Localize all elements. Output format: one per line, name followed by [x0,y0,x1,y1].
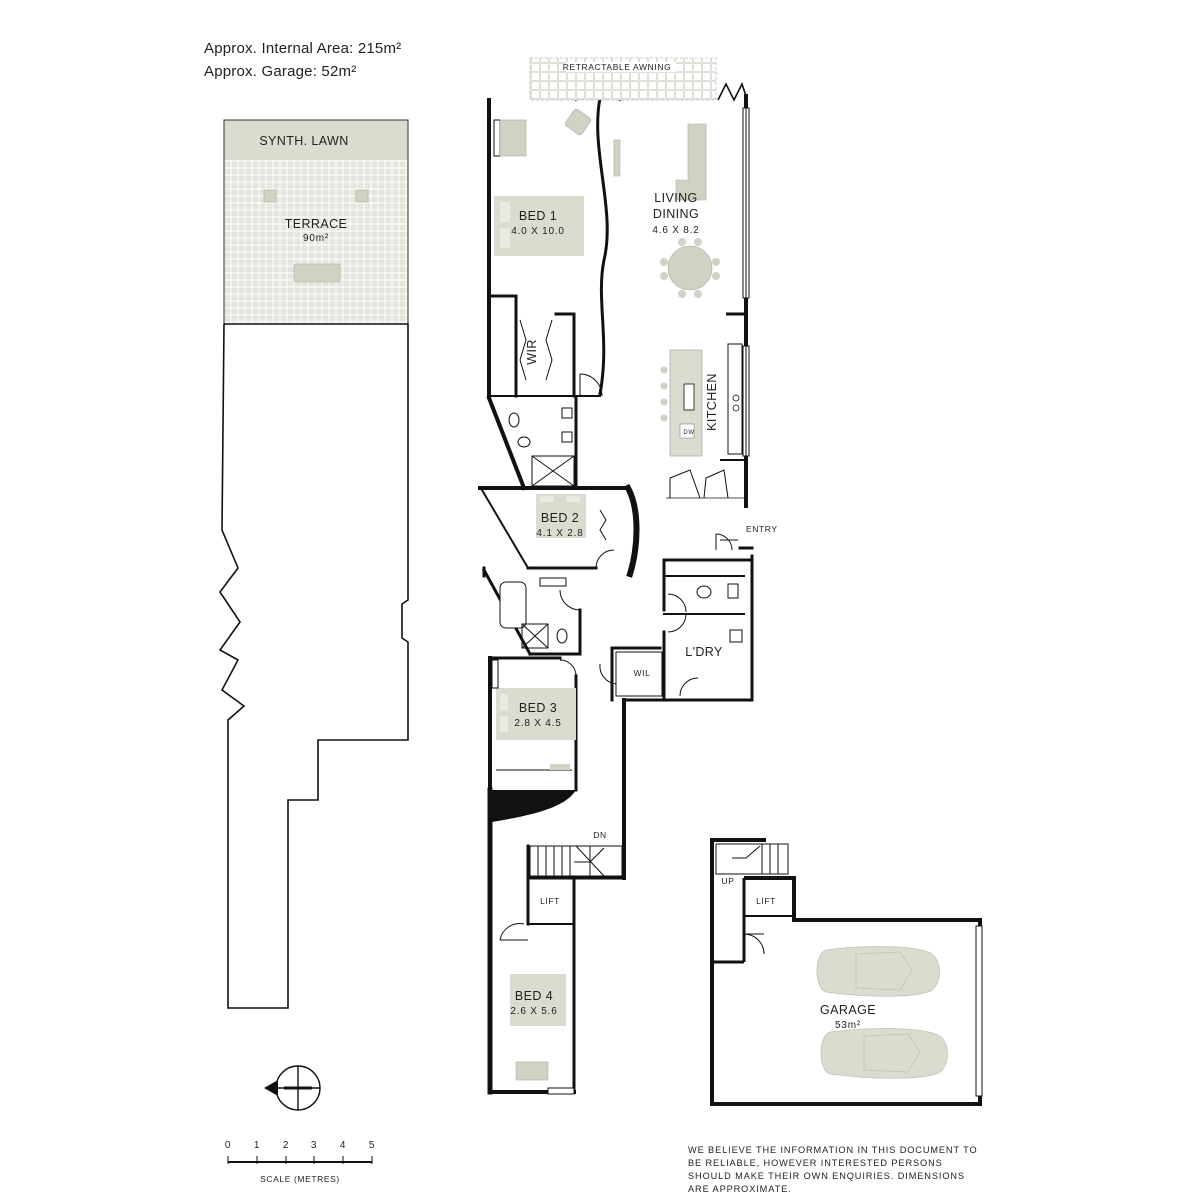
bed1-armchair [564,108,592,136]
wir-fittings [508,319,603,487]
garage-area-label: Approx. Garage: 52m² [204,63,357,80]
laundry-fittings [615,533,743,697]
terrace-area [223,119,409,325]
disclaimer: WE BELIEVE THE INFORMATION IN THIS DOCUM… [688,1145,978,1194]
garage-walls [710,838,982,1106]
bed4-dim: 2.6 X 5.6 [510,1006,557,1017]
lift-label: LIFT [540,896,560,906]
bathroom2-fittings [499,577,581,649]
terrace-chair [263,189,277,203]
synth-lawn-label: SYNTH. LAWN [259,134,348,148]
garage-cars [816,946,948,1079]
scale-bar [227,1156,373,1164]
entry-label: ENTRY [746,524,778,534]
garage-lift-label: LIFT [756,896,776,906]
compass-icon [264,1065,321,1111]
corridor-doors [559,659,617,685]
terrace-label: TERRACE [285,217,348,231]
terrace-chair [355,189,369,203]
terrace-area-label: 90m² [303,233,329,244]
retractable-awning [529,57,717,101]
scale-tick-5: 5 [369,1140,375,1151]
living-furniture [660,123,746,499]
scale-tick-4: 4 [340,1140,346,1151]
internal-area-label: Approx. Internal Area: 215m² [204,40,402,57]
dining-label: DINING [653,207,699,221]
laundry-label: L'DRY [685,645,723,659]
bed2-furniture [536,494,615,569]
stairs-up-label: UP [721,876,734,886]
bed3-furniture [491,659,576,771]
bed1-dim: 4.0 X 10.0 [511,226,565,237]
car-bottom [820,1028,948,1079]
bed4-bed [510,974,566,1026]
kitchen-bench [727,343,743,455]
bed4-label: BED 4 [515,989,553,1003]
sofa [675,123,707,201]
garage-label: GARAGE [820,1003,876,1017]
living-windows [742,107,750,457]
scale-label: SCALE (METRES) [260,1174,340,1184]
car-top [816,946,940,997]
awning-label: RETRACTABLE AWNING [563,62,672,72]
bed1-desk [499,119,527,157]
terrace-table [293,263,341,283]
dining-table [667,245,713,291]
terrace-tiles [224,160,408,324]
living-dim: 4.6 X 8.2 [652,225,699,236]
land-outline [218,323,409,1009]
scale-tick-0: 0 [225,1140,231,1151]
garage-area-label-plan: 53m² [835,1020,861,1031]
bed3-dim: 2.8 X 4.5 [514,718,561,729]
bed3-solid-wall [492,790,576,822]
kitchen-label: KITCHEN [705,373,719,431]
scale-tick-3: 3 [311,1140,317,1151]
scale-tick-1: 1 [254,1140,260,1151]
living-label: LIVING [654,191,697,205]
bed2-label: BED 2 [541,511,579,525]
bed4-furniture [510,974,575,1095]
dishwasher-label: DW [683,430,694,436]
bed2-dim: 4.1 X 2.8 [536,528,583,539]
garage-stairs [715,843,983,1097]
synth-lawn [224,120,408,160]
wil-label: WIL [634,668,651,678]
stairs-down-label: DN [593,830,606,840]
bed3-bed [496,688,576,740]
scale-tick-2: 2 [283,1140,289,1151]
bed1-label: BED 1 [519,209,557,223]
stairs-upper [499,845,623,941]
bed3-label: BED 3 [519,701,557,715]
wir-label: WIR [525,339,539,365]
bed1-furniture [493,108,621,256]
